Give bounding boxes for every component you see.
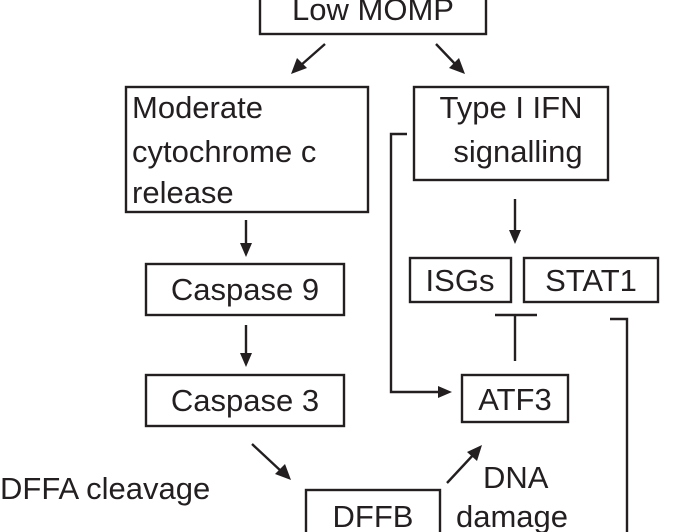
node-type1-box [412, 85, 610, 182]
node-moderate-box [124, 85, 370, 214]
node-low-momp-box [258, 0, 488, 36]
arrowhead [240, 243, 252, 257]
arrowhead [467, 445, 482, 461]
edge-low-momp-to-type-i-ifn [435, 43, 465, 74]
edge-type-i-ifn-to-isgs [509, 199, 521, 244]
node-moderate-label-line1: Moderate [132, 90, 263, 125]
node-type1-label-line2: signalling [453, 134, 582, 169]
edge-moderate-to-caspase-9 [240, 220, 252, 257]
edge-atf3-inhibits-isgs [495, 313, 537, 361]
node-isgs-label: ISGs [426, 263, 495, 298]
edge-stat1-down [610, 317, 629, 532]
arrowhead [509, 230, 521, 244]
node-caspase9-label: Caspase 9 [171, 272, 319, 307]
node-stat1-label: STAT1 [545, 263, 637, 298]
node-type-i-ifn-signalling: Type I IFN signalling [412, 85, 610, 182]
node-moderate-label-line2: cytochrome c [132, 134, 316, 169]
node-stat1-box [522, 256, 660, 304]
node-dffb-label: DFFB [333, 499, 414, 532]
edge-type-i-ifn-to-atf3 [389, 132, 452, 398]
edge-caspase-9-to-caspase-3 [240, 325, 252, 367]
node-caspase-9: Caspase 9 [144, 262, 346, 317]
node-dffb: DFFB [304, 488, 442, 532]
arrowhead [291, 58, 307, 74]
node-caspase-3: Caspase 3 [144, 373, 346, 428]
node-dffb-box [304, 488, 442, 532]
node-moderate-cytochrome-c-release: Moderate cytochrome c release [124, 85, 370, 214]
node-stat1: STAT1 [522, 256, 660, 304]
arrowhead [240, 353, 252, 367]
edge-label-dna: DNA [483, 460, 549, 495]
node-type1-label-line1: Type I IFN [440, 90, 583, 125]
node-isgs-box [408, 256, 513, 304]
edge-dffb-to-atf3 [446, 445, 482, 484]
node-caspase9-box [144, 262, 346, 317]
node-caspase3-label: Caspase 3 [171, 383, 319, 418]
edge-caspase-3-to-dffb [251, 443, 291, 480]
node-atf3: ATF3 [460, 373, 570, 424]
node-moderate-label-line3: release [132, 175, 234, 210]
arrowhead [438, 386, 452, 398]
arrowhead [449, 58, 465, 74]
node-low-momp: Low MOMP [258, 0, 488, 36]
edge-label-damage: damage [456, 499, 568, 532]
arrowhead [275, 464, 291, 480]
node-atf3-label: ATF3 [478, 382, 552, 417]
node-low-momp-label: Low MOMP [292, 0, 454, 27]
edge-label-dffa-cleavage: DFFA cleavage [0, 471, 210, 506]
node-isgs: ISGs [408, 256, 513, 304]
edge-low-momp-to-moderate [291, 43, 326, 74]
node-caspase3-box [144, 373, 346, 428]
node-atf3-box [460, 373, 570, 424]
